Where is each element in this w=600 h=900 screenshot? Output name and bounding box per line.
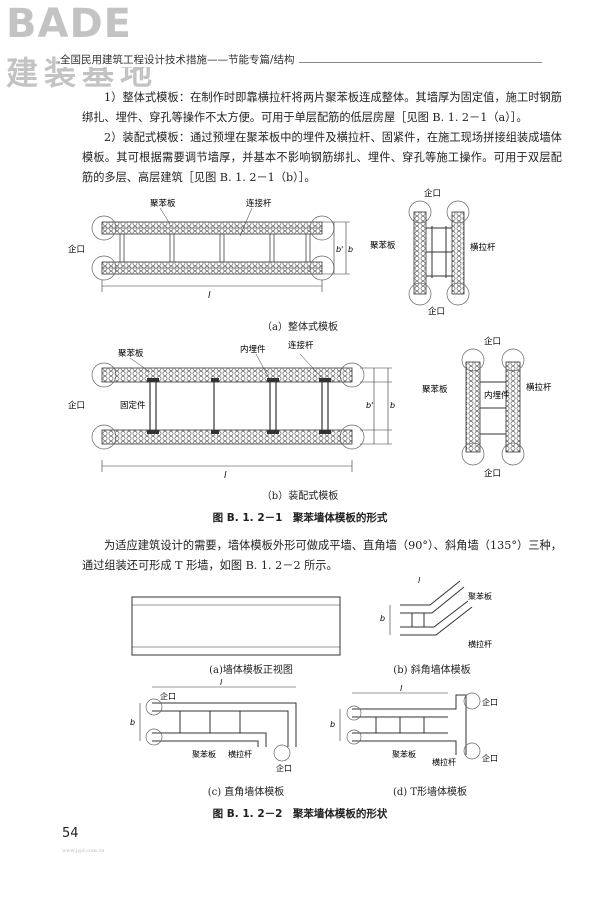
dim-b-a: b: [348, 245, 353, 254]
dim-l-oblique: l: [418, 576, 421, 585]
paragraph-monolithic-formwork: 1）整体式模板：在制作时即靠横拉杆将两片聚苯板连成整体。其墙厚为固定值，施工时钢…: [82, 91, 562, 124]
site-logo-latin: BADE: [6, 1, 132, 47]
label-eps-section-b: 聚苯板: [422, 384, 448, 395]
figure-formwork-types: 聚苯板 连接杆 企口 l b' b 企口 聚苯板 横拉杆 企口: [68, 188, 552, 481]
label-tongue-t-top: 企口: [482, 697, 498, 707]
diagram-monolithic-section: [408, 200, 470, 306]
diagram-oblique-wall: [389, 580, 473, 636]
label-eps-board: 聚苯板: [150, 198, 176, 209]
label-tongue-left: 企口: [68, 244, 85, 255]
label-connector-rod-b: 连接杆: [288, 340, 314, 351]
label-embedded-section: 内埋件: [484, 390, 510, 401]
figure1-title: 图 B. 1. 2－1 聚苯墙体模板的形式: [212, 512, 388, 524]
diagram-right-angle-wall: [139, 686, 297, 762]
figure2-caption-a: (a)墙体模板正视图: [209, 665, 293, 676]
running-title: 全国民用建筑工程设计技术措施——节能专篇/结构: [60, 52, 299, 67]
figure2-caption-b: (b) 斜角墙体模板: [393, 665, 471, 676]
dim-b-prime-b: b': [366, 401, 373, 410]
dim-b-right: b: [130, 718, 135, 727]
dim-l-b: l: [224, 471, 227, 481]
label-tongue-right-bottom: 企口: [276, 763, 292, 773]
header-rule: [58, 62, 542, 63]
label-eps-right: 聚苯板: [192, 749, 216, 759]
label-eps-board-b: 聚苯板: [118, 348, 144, 359]
paragraph-assembled-formwork: 2）装配式模板：通过预埋在聚苯板中的埋件及横拉杆、固紧件，在施工现场拼接组装成墙…: [82, 131, 562, 184]
paragraph-wall-shapes: 为适应建筑设计的需要，墙体模板外形可做成平墙、直角墙（90°）、斜角墙（135°…: [82, 539, 562, 572]
label-connector-rod: 连接杆: [246, 198, 272, 209]
label-eps-t: 聚苯板: [392, 749, 416, 759]
dim-b-t: b: [330, 720, 335, 729]
figure2-title: 图 B. 1. 2－2 聚苯墙体模板的形状: [212, 808, 388, 820]
label-tongue-left-b: 企口: [68, 400, 85, 411]
label-tie-right: 横拉杆: [228, 749, 252, 759]
diagram-t-shaped-wall: [339, 692, 481, 760]
label-tie-t: 横拉杆: [432, 757, 456, 767]
dim-b-prime-a: b': [336, 245, 343, 254]
label-tie-oblique: 横拉杆: [468, 639, 492, 649]
label-tongue-top-a: 企口: [424, 188, 441, 199]
label-tongue-bottom-a: 企口: [428, 306, 445, 317]
dim-l-right: l: [220, 678, 223, 687]
label-tongue-t-bottom: 企口: [482, 753, 498, 763]
label-tie-rod-b: 横拉杆: [526, 382, 552, 393]
footer-watermark-text: www.jzjd.com.cn: [62, 848, 105, 854]
diagram-monolithic-plan: [91, 207, 350, 292]
dim-b-b: b: [390, 401, 395, 410]
label-tongue-top-b: 企口: [484, 336, 501, 347]
diagram-assembled-section: [461, 348, 525, 466]
label-embedded-part: 内埋件: [240, 344, 266, 355]
label-tongue-right: 企口: [160, 691, 176, 701]
figure1-caption-a: （a）整体式模板: [262, 322, 338, 333]
label-eps-oblique: 聚苯板: [468, 591, 492, 601]
figure2-caption-d: (d) T形墙体模板: [392, 787, 468, 798]
dim-l-a: l: [208, 291, 211, 301]
figure1-caption-b: （b）装配式模板: [261, 491, 339, 502]
label-eps-section-a: 聚苯板: [370, 240, 396, 251]
dim-b-oblique: b: [380, 614, 385, 623]
dim-l-t: l: [400, 684, 403, 693]
page-number: 54: [62, 826, 79, 841]
label-fixing-part: 固定件: [120, 400, 146, 411]
diagram-assembled-plan: [91, 353, 392, 472]
figure2-caption-c: (c) 直角墙体模板: [207, 787, 285, 798]
figure-formwork-shapes: b l 聚苯板 横拉杆 l b 企口 聚苯板 横拉杆 企口 l b: [130, 576, 498, 773]
label-tie-rod-a: 横拉杆: [470, 242, 496, 253]
label-tongue-bottom-b: 企口: [484, 468, 501, 479]
